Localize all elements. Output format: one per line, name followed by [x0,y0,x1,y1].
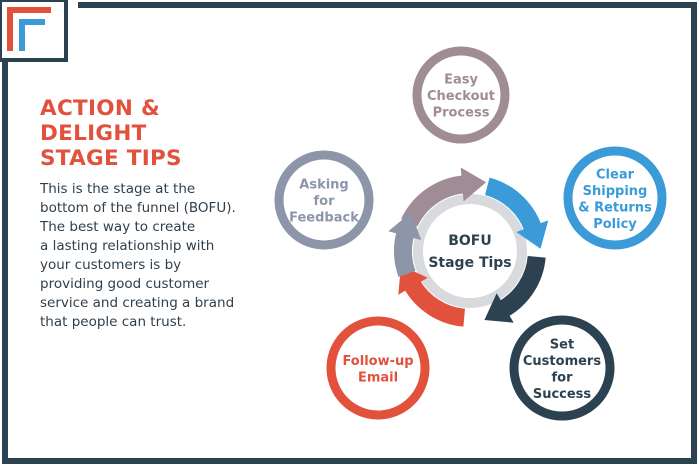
node-label-line: Set [550,337,574,352]
node-label-line: Clear [596,167,635,182]
node-label-line: Policy [593,217,637,232]
description-line: that people can trust. [40,314,187,330]
description-paragraph: This is the stage at the bottom of the f… [40,180,280,332]
description-line: a lasting relationship with [40,238,215,254]
cycle-arrow-segment [401,175,466,227]
intro-text-block: ACTION & DELIGHT STAGE TIPS This is the … [40,96,280,332]
node-label-line: Feedback [289,211,359,226]
center-hub [413,194,527,308]
cycle-arrow-segment [484,177,542,232]
node-label-line: Process [433,106,490,121]
center-label-line: Stage Tips [428,255,511,271]
cycle-arrow-segment [498,255,546,317]
cycle-arrow-segment [404,279,466,327]
title-line: ACTION & [40,96,160,121]
title-line: STAGE TIPS [40,146,182,171]
node-ring [326,316,430,420]
arrowhead-icon [460,167,487,202]
node-label-line: Shipping [583,184,648,199]
node-ring [274,150,374,250]
cycle-arrows: BOFU Stage Tips [388,167,549,327]
node-ring [563,146,667,250]
page-title: ACTION & DELIGHT STAGE TIPS [40,96,280,171]
node-label-line: Asking [299,178,348,193]
description-line: your customers is by [40,257,182,273]
node-label-line: & Returns [578,200,652,215]
arrowhead-icon [516,220,549,249]
node-label-line: Checkout [427,89,495,104]
logo-icon [0,0,68,62]
node-ring [412,46,510,144]
cycle-arrow-segment [394,231,416,277]
description-line: providing good customer [40,276,210,292]
node-label-line: Easy [444,73,478,88]
center-label-line: BOFU [448,233,492,249]
node-ring [509,315,615,421]
node-label-line: Success [533,387,592,402]
title-line: DELIGHT [40,121,147,146]
description-line: The best way to create [40,219,196,235]
node-label-line: for [314,194,336,209]
arrowhead-icon [388,212,422,240]
node-label-line: Follow-up [342,354,413,369]
center-label: BOFU Stage Tips [428,233,511,271]
node-label-line: Email [358,370,398,385]
node-label-line: Customers [523,354,601,369]
description-line: bottom of the funnel (BOFU). [40,200,236,216]
description-line: This is the stage at the [40,181,196,197]
description-line: service and creating a brand [40,295,235,311]
node-label-line: for [552,370,574,385]
arrowhead-icon [484,293,514,323]
